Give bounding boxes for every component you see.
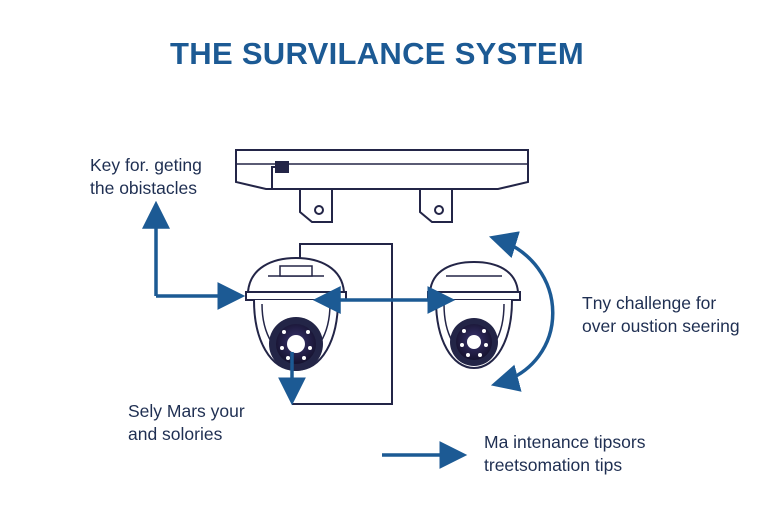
maintenance-label: Ma intenance tipsors treetsomation tips bbox=[484, 431, 645, 477]
dome-camera-icon bbox=[245, 256, 347, 372]
dome-camera-icon bbox=[427, 260, 521, 370]
ceiling-mount-bracket-icon bbox=[235, 149, 529, 223]
challenge-label: Tny challenge for over oustion seering bbox=[582, 292, 740, 338]
key-obstacles-label: Key for. geting the obistacles bbox=[90, 154, 202, 200]
camera-cable bbox=[292, 243, 393, 405]
sely-label: Sely Mars your and solories bbox=[128, 400, 245, 446]
key-obstacles-line1: Key for. geting bbox=[90, 155, 202, 175]
maintenance-line1: Ma intenance tipsors bbox=[484, 432, 646, 452]
challenge-line2: over oustion seering bbox=[582, 316, 740, 336]
challenge-line1: Tny challenge for bbox=[582, 293, 717, 313]
connector-arrows bbox=[142, 200, 555, 469]
page-title: THE SURVILANCE SYSTEM bbox=[170, 36, 584, 71]
sely-line2: and solories bbox=[128, 424, 223, 444]
maintenance-line2: treetsomation tips bbox=[484, 455, 623, 475]
arrow-rotation-curve bbox=[488, 231, 555, 392]
key-obstacles-line2: the obistacles bbox=[90, 178, 198, 198]
sely-line1: Sely Mars your bbox=[128, 401, 245, 421]
